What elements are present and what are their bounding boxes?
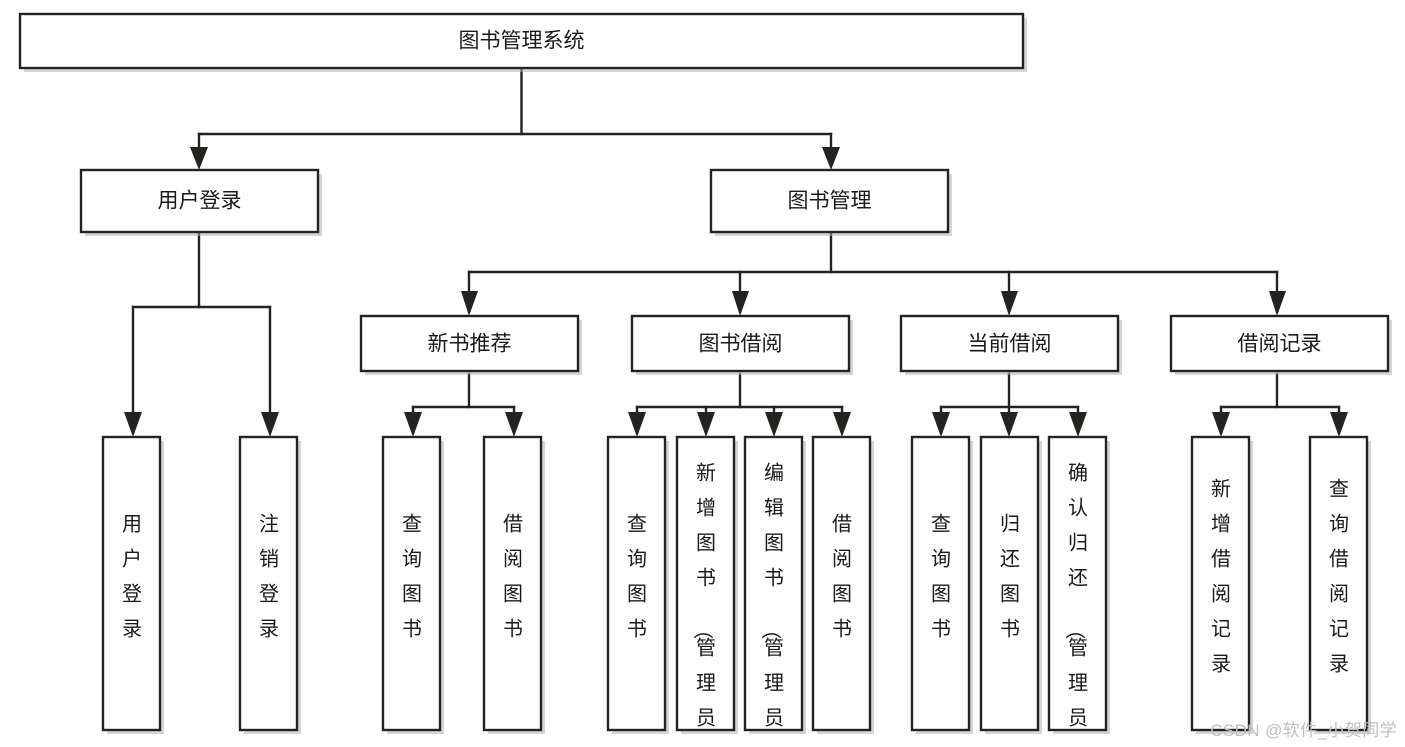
leaf-query-book-2-label: 查询图书 xyxy=(627,513,647,641)
leaf-user-login-box xyxy=(101,435,162,732)
leaf-logout-label: 注销登录 xyxy=(259,513,279,641)
node-borrow-record-label: 借阅记录 xyxy=(1238,333,1322,356)
leaf-return-book-label: 归还图书 xyxy=(1000,513,1020,641)
leaf-confirm-return[interactable]: 确认归还（管理员） xyxy=(1047,435,1110,747)
leaf-query-record-label: 查询借阅记录 xyxy=(1329,478,1349,676)
leaf-edit-book-box xyxy=(743,435,804,732)
leaf-user-login-label: 用户登录 xyxy=(122,514,142,641)
leaf-query-book-1[interactable]: 查询图书 xyxy=(381,435,444,734)
node-user-login[interactable]: 用户登录 xyxy=(79,168,322,236)
leaf-query-record[interactable]: 查询借阅记录 xyxy=(1308,435,1371,734)
leaf-add-book-box xyxy=(675,435,736,732)
arrowhead-book-management xyxy=(822,147,840,170)
arrowhead-leaf-borrow-book-2 xyxy=(833,412,851,437)
node-root-label: 图书管理系统 xyxy=(459,30,585,53)
node-root[interactable]: 图书管理系统 xyxy=(18,12,1027,72)
leaf-query-book-2[interactable]: 查询图书 xyxy=(606,435,669,734)
arrowhead-leaf-logout xyxy=(261,412,279,437)
leaf-query-book-1-label: 查询图书 xyxy=(402,513,422,641)
leaf-query-book-3-box xyxy=(910,435,971,732)
node-new-book-recommend[interactable]: 新书推荐 xyxy=(359,314,582,375)
arrowhead-leaf-confirm-return xyxy=(1069,412,1087,437)
node-current-borrow-label: 当前借阅 xyxy=(968,333,1052,356)
leaf-query-record-box xyxy=(1308,435,1369,732)
node-book-management-label: 图书管理 xyxy=(788,190,872,213)
leaf-query-book-1-box xyxy=(381,435,442,732)
node-user-login-box xyxy=(79,168,320,234)
leaf-query-book-3-label: 查询图书 xyxy=(931,513,951,641)
node-book-borrow[interactable]: 图书借阅 xyxy=(630,314,853,375)
leaf-add-book-label: 新增图书（管理员） xyxy=(691,461,716,747)
node-root-box xyxy=(18,12,1025,70)
node-book-management-box xyxy=(709,168,950,234)
node-new-book-recommend-label: 新书推荐 xyxy=(428,333,512,356)
leaf-confirm-return-box xyxy=(1047,435,1108,732)
leaf-logout-box xyxy=(238,435,299,732)
leaf-confirm-return-label: 确认归还（管理员） xyxy=(1063,461,1088,747)
leaf-borrow-book-2-box xyxy=(811,435,872,732)
leaf-borrow-book-1-box xyxy=(482,435,543,732)
node-new-book-recommend-box xyxy=(359,314,580,373)
arrowhead-leaf-query-book-1 xyxy=(404,412,422,437)
node-current-borrow[interactable]: 当前借阅 xyxy=(899,314,1122,375)
leaf-add-record[interactable]: 新增借阅记录 xyxy=(1190,435,1253,734)
node-user-login-label: 用户登录 xyxy=(158,190,242,213)
arrowhead-user-login xyxy=(190,147,208,170)
leaf-add-record-box xyxy=(1190,435,1251,732)
connector-layer xyxy=(124,66,1348,437)
arrowhead-leaf-add-book xyxy=(697,412,715,437)
node-book-management[interactable]: 图书管理 xyxy=(709,168,952,236)
leaf-return-book-box xyxy=(979,435,1040,732)
arrowhead-book-borrow xyxy=(732,291,749,316)
arrowhead-leaf-query-book-3 xyxy=(932,412,950,437)
leaf-return-book[interactable]: 归还图书 xyxy=(979,435,1042,734)
leaf-logout[interactable]: 注销登录 xyxy=(238,435,301,734)
arrowhead-leaf-query-book-2 xyxy=(628,412,646,437)
arrowhead-leaf-query-record xyxy=(1330,412,1348,437)
leaf-user-login[interactable]: 用户登录 xyxy=(101,435,164,734)
arrowhead-current-borrow xyxy=(1001,291,1018,316)
node-borrow-record[interactable]: 借阅记录 xyxy=(1169,314,1392,375)
arrowhead-leaf-edit-book xyxy=(765,412,783,437)
arrowhead-leaf-user-login xyxy=(124,412,142,437)
node-current-borrow-box xyxy=(899,314,1120,373)
leaf-query-book-2-box xyxy=(606,435,667,732)
arrowhead-leaf-add-record xyxy=(1212,412,1230,437)
node-book-borrow-label: 图书借阅 xyxy=(699,333,783,356)
arrowhead-borrow-record xyxy=(1269,291,1286,316)
watermark-label: CSDN @软件_小贺同学 xyxy=(1210,721,1397,740)
leaf-query-book-3[interactable]: 查询图书 xyxy=(910,435,973,734)
leaf-edit-book[interactable]: 编辑图书（管理员） xyxy=(743,435,806,747)
arrowhead-new-book-recommend xyxy=(461,291,478,316)
node-book-borrow-box xyxy=(630,314,851,373)
leaf-borrow-book-1-label: 借阅图书 xyxy=(503,513,523,641)
leaf-borrow-book-2-label: 借阅图书 xyxy=(832,513,852,641)
leaf-add-book[interactable]: 新增图书（管理员） xyxy=(675,435,738,747)
leaf-edit-book-label: 编辑图书（管理员） xyxy=(759,461,784,747)
arrowhead-leaf-return-book xyxy=(1000,412,1018,437)
leaf-borrow-book-2[interactable]: 借阅图书 xyxy=(811,435,874,734)
leaf-borrow-book-1[interactable]: 借阅图书 xyxy=(482,435,545,734)
leaf-add-record-label: 新增借阅记录 xyxy=(1211,478,1231,676)
node-borrow-record-box xyxy=(1169,314,1390,373)
arrowhead-leaf-borrow-book-1 xyxy=(505,412,523,437)
